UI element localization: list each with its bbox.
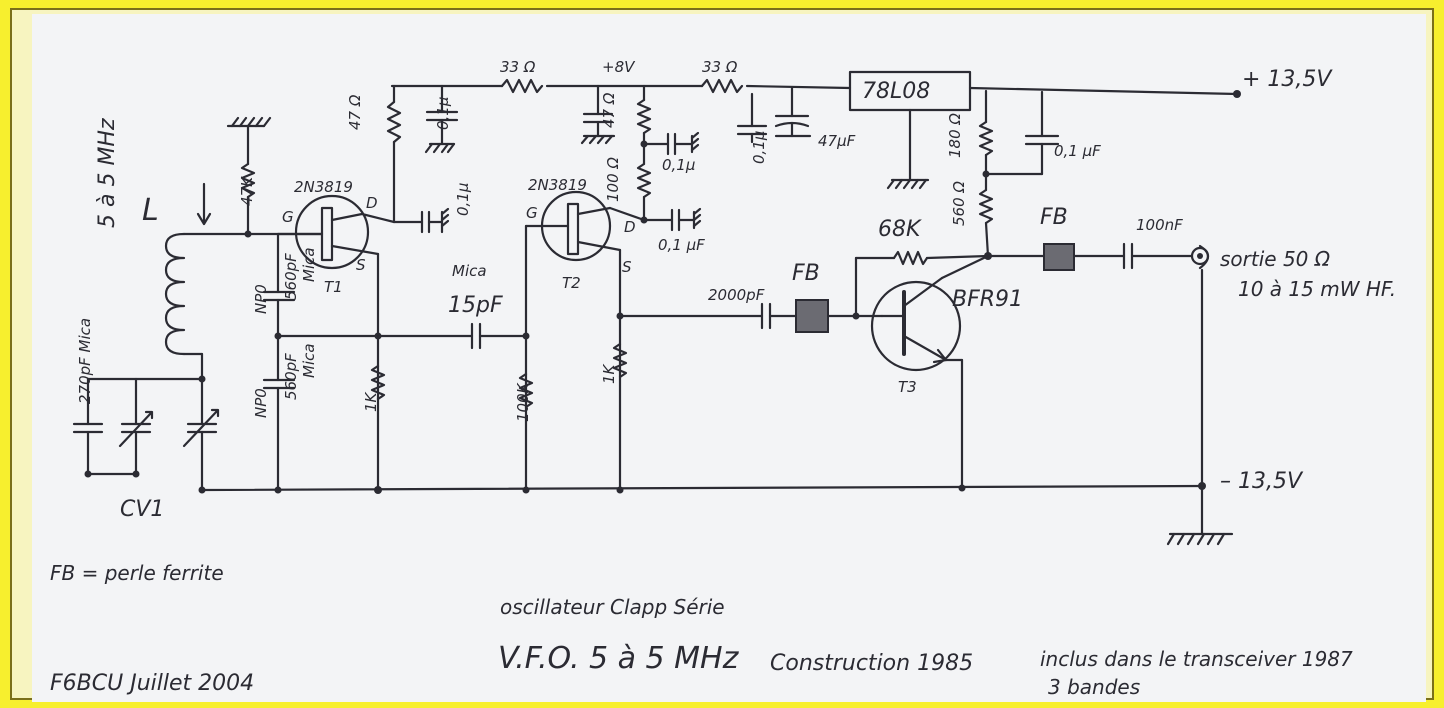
regulator-label: 78L08 <box>862 79 930 104</box>
coil-l <box>164 182 324 383</box>
cap-15pf <box>376 322 530 350</box>
included-label: inclus dans le transceiver 1987 <box>1040 647 1353 671</box>
resistor-68k <box>854 250 990 318</box>
t1-gate-label: G <box>282 208 294 226</box>
resistor-68k-label: 68K <box>878 217 922 242</box>
t2-source-label: S <box>622 258 632 276</box>
bjt-label: BFR91 <box>952 287 1023 312</box>
ferrite-bead-1 <box>795 299 829 333</box>
resistor-1k-t2 <box>612 342 628 379</box>
cap-560a-label: 560pF <box>282 253 300 300</box>
cap-560b-type-label: Mica <box>300 343 318 378</box>
resistor-180-560 <box>978 89 994 260</box>
resistor-1k-b-label: 1K <box>600 363 618 384</box>
resistor-100-label: 100 Ω <box>604 157 622 202</box>
t1-label: T1 <box>324 278 343 296</box>
cap-560a-np0-label: NP0 <box>252 284 270 314</box>
resistor-33b-label: 33 Ω <box>702 58 738 76</box>
resistor-47b-label: 47 Ω <box>600 92 618 128</box>
cap-01d-label: 0,1μ <box>750 131 768 164</box>
supply-positive-label: + 13,5V <box>1242 67 1333 92</box>
supply-negative-label: – 13,5V <box>1220 469 1304 494</box>
signature-label: F6BCU Juillet 2004 <box>50 671 254 696</box>
t2-drain-label: D <box>624 218 636 236</box>
ground-top-47k <box>226 116 272 238</box>
jfet1-label: 2N3819 <box>294 178 353 196</box>
cap-decoupling-3 <box>736 86 812 144</box>
cap-270-label: 270pF Mica <box>76 318 94 404</box>
resistor-47a-label: 47 Ω <box>346 94 364 130</box>
construction-label: Construction 1985 <box>770 651 973 676</box>
resistor-47-left <box>386 84 402 224</box>
resistor-1k-t1 <box>370 364 386 401</box>
coil-label: L <box>142 193 159 228</box>
regulator-78l08 <box>848 70 972 190</box>
cap-15pf-label: 15pF <box>448 293 503 318</box>
output-network <box>986 242 1210 488</box>
resistor-47-right <box>636 84 700 222</box>
paper-sheet: + 13,5V – 13,5V 78L08 +8V 33 Ω 33 Ω 47 Ω… <box>32 14 1426 702</box>
cv1-label: CV1 <box>120 497 164 522</box>
jfet2-label: 2N3819 <box>528 176 587 194</box>
cap-2000pf-label: 2000pF <box>708 286 765 304</box>
t1-source-label: S <box>356 256 366 274</box>
cap-01c-label: 0,1μ <box>662 156 695 174</box>
resistor-180-label: 180 Ω <box>946 113 964 158</box>
cap-01a-label: 0,1μ <box>434 97 452 130</box>
jfet-t2 <box>524 190 646 492</box>
cap-15pf-type-label: Mica <box>452 262 487 280</box>
fb2-label: FB <box>1040 205 1068 230</box>
bjt-t3 <box>870 254 990 490</box>
cap-47uf-label: 47μF <box>818 132 856 150</box>
t1-drain-label: D <box>366 194 378 212</box>
resistor-100k <box>518 372 534 409</box>
t2-label: T2 <box>562 274 581 292</box>
resistor-47k-label: 47K <box>238 176 256 206</box>
resistor-100k-label: 100K <box>514 382 532 422</box>
resistor-1k-a-label: 1K <box>362 391 380 412</box>
output-line2-label: 10 à 15 mW HF. <box>1238 277 1396 301</box>
ground-rail <box>198 482 1234 546</box>
jfet-t1 <box>276 194 396 492</box>
cap-t2-drain <box>640 207 702 232</box>
tank-capacitors <box>72 377 220 492</box>
cap-decoupling-1 <box>424 84 459 154</box>
ferrite-bead-2 <box>1043 243 1075 271</box>
cap-01b-label: 0,1μ <box>454 183 472 216</box>
top-rail <box>390 78 1241 98</box>
t3-label: T3 <box>898 378 917 396</box>
output-line1-label: sortie 50 Ω <box>1220 247 1331 271</box>
cap-560b-label: 560pF <box>282 353 300 400</box>
cap-decoupling-4 <box>984 90 1060 176</box>
cap-100nf-label: 100nF <box>1136 216 1183 234</box>
cap-t1-drain <box>392 207 450 234</box>
cap-560a-type-label: Mica <box>300 247 318 282</box>
rail-voltage-label: +8V <box>602 58 636 76</box>
cap-560pf-pair <box>262 232 380 492</box>
cap-2000pf-fb <box>618 299 884 333</box>
t2-gate-label: G <box>526 204 538 222</box>
cap-01e-label: 0,1 μF <box>658 236 705 254</box>
title-label: V.F.O. 5 à 5 MHz <box>498 641 740 676</box>
frequency-range-label: 5 à 5 MHz <box>95 118 120 228</box>
resistor-33a-label: 33 Ω <box>500 58 536 76</box>
schematic-diagram: + 13,5V – 13,5V 78L08 +8V 33 Ω 33 Ω 47 Ω… <box>50 58 1396 699</box>
resistor-560-label: 560 Ω <box>950 181 968 226</box>
fb-note-label: FB = perle ferrite <box>50 561 224 585</box>
fb1-label: FB <box>792 261 820 286</box>
oscillator-type-label: oscillateur Clapp Série <box>500 595 725 619</box>
bands-label: 3 bandes <box>1048 675 1140 699</box>
cap-560b-np0-label: NP0 <box>252 388 270 418</box>
cap-decoupling-2 <box>580 84 616 145</box>
cap-01f-label: 0,1 μF <box>1054 142 1101 160</box>
